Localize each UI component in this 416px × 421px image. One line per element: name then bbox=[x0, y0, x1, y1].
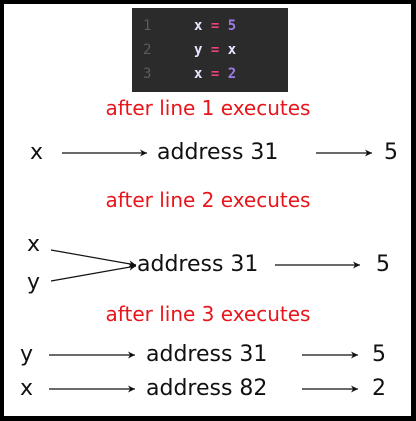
stored-value: 2 bbox=[372, 376, 386, 401]
stored-value: 5 bbox=[376, 252, 390, 277]
line-number: 3 bbox=[143, 66, 152, 82]
variable-name: y bbox=[20, 342, 34, 367]
step-caption: after line 1 executes bbox=[105, 96, 311, 120]
variable-name: x bbox=[20, 376, 34, 401]
code-value: x bbox=[227, 42, 237, 58]
code-operator: = bbox=[210, 18, 220, 34]
line-number: 1 bbox=[143, 18, 152, 34]
memory-address: address 31 bbox=[157, 140, 279, 165]
memory-address: address 82 bbox=[146, 376, 268, 401]
variable-name: x bbox=[30, 140, 44, 165]
code-variable: x bbox=[194, 18, 203, 34]
pointer-arrow bbox=[50, 249, 137, 268]
stored-value: 5 bbox=[372, 342, 386, 367]
code-value: 5 bbox=[227, 18, 237, 34]
step-caption: after line 2 executes bbox=[105, 188, 311, 212]
code-snippet: 1 x = 5 2 y = x 3 x = 2 bbox=[132, 8, 288, 92]
pointer-arrow bbox=[50, 263, 137, 282]
stored-value: 5 bbox=[384, 140, 398, 165]
memory-address: address 31 bbox=[146, 342, 268, 367]
code-value: 2 bbox=[227, 66, 237, 82]
variable-name: y bbox=[27, 270, 41, 295]
memory-address: address 31 bbox=[137, 252, 259, 277]
code-variable: x bbox=[194, 66, 203, 82]
code-variable: y bbox=[194, 42, 203, 58]
variable-name: x bbox=[27, 232, 41, 257]
line-number: 2 bbox=[143, 42, 152, 58]
step-caption: after line 3 executes bbox=[105, 302, 311, 326]
code-operator: = bbox=[210, 66, 220, 82]
code-operator: = bbox=[210, 42, 220, 58]
